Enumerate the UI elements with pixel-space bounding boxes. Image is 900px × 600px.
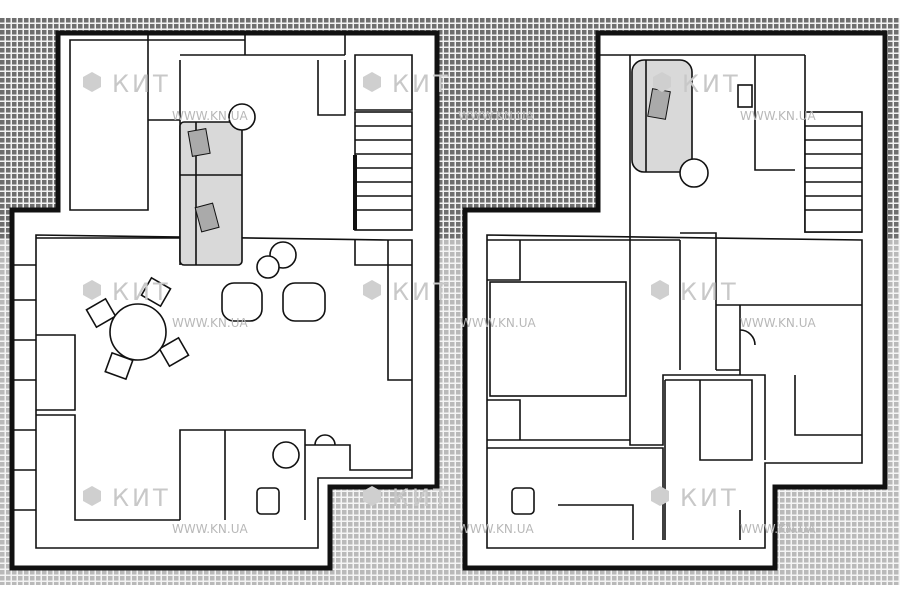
watermark-url: WWW.KN.UA (460, 316, 536, 330)
watermark-brand: КИТ (392, 278, 451, 306)
watermark-url: WWW.KN.UA (458, 522, 534, 536)
left-level-plan (9, 30, 440, 571)
watermark-url: WWW.KN.UA (740, 109, 816, 123)
watermark-url: WWW.KN.UA (172, 522, 248, 536)
watermark-logo: КИТ КИТ КИТ КИТ КИТ КИТ КИТ КИТ КИТ (83, 70, 741, 512)
right-sofa (631, 59, 693, 173)
watermark-url: WWW.KN.UA (172, 109, 248, 123)
sofa (179, 121, 243, 266)
watermark-url: WWW.KN.UA (172, 316, 248, 330)
watermark-url: WWW.KN.UA (740, 522, 816, 536)
watermark-brand: КИТ (392, 484, 451, 512)
sink (272, 441, 300, 469)
watermark-brand: КИТ (680, 278, 739, 306)
right-staircase (804, 111, 863, 233)
right-outer-wall (462, 30, 888, 571)
watermark-brand: КИТ (392, 70, 451, 98)
toilet (256, 487, 280, 515)
chair (737, 84, 753, 108)
watermark-brand: КИТ (682, 70, 741, 98)
watermarks: КИТ КИТ КИТ КИТ КИТ КИТ КИТ КИТ КИТ WWW.… (83, 70, 816, 536)
watermark-brand: КИТ (680, 484, 739, 512)
side-table (228, 103, 256, 131)
bed (489, 281, 627, 397)
watermark-url: WWW.KN.UA (740, 316, 816, 330)
watermark-brand: КИТ (112, 278, 171, 306)
watermark-brand: КИТ (112, 484, 171, 512)
armchair (282, 282, 326, 322)
armchair (221, 282, 263, 322)
dining-table (85, 276, 190, 381)
watermark-url: WWW.KN.UA (458, 109, 534, 123)
left-staircase (353, 111, 413, 231)
watermark-brand: КИТ (112, 70, 171, 98)
right-level-plan (462, 30, 888, 571)
toilet (511, 487, 535, 515)
